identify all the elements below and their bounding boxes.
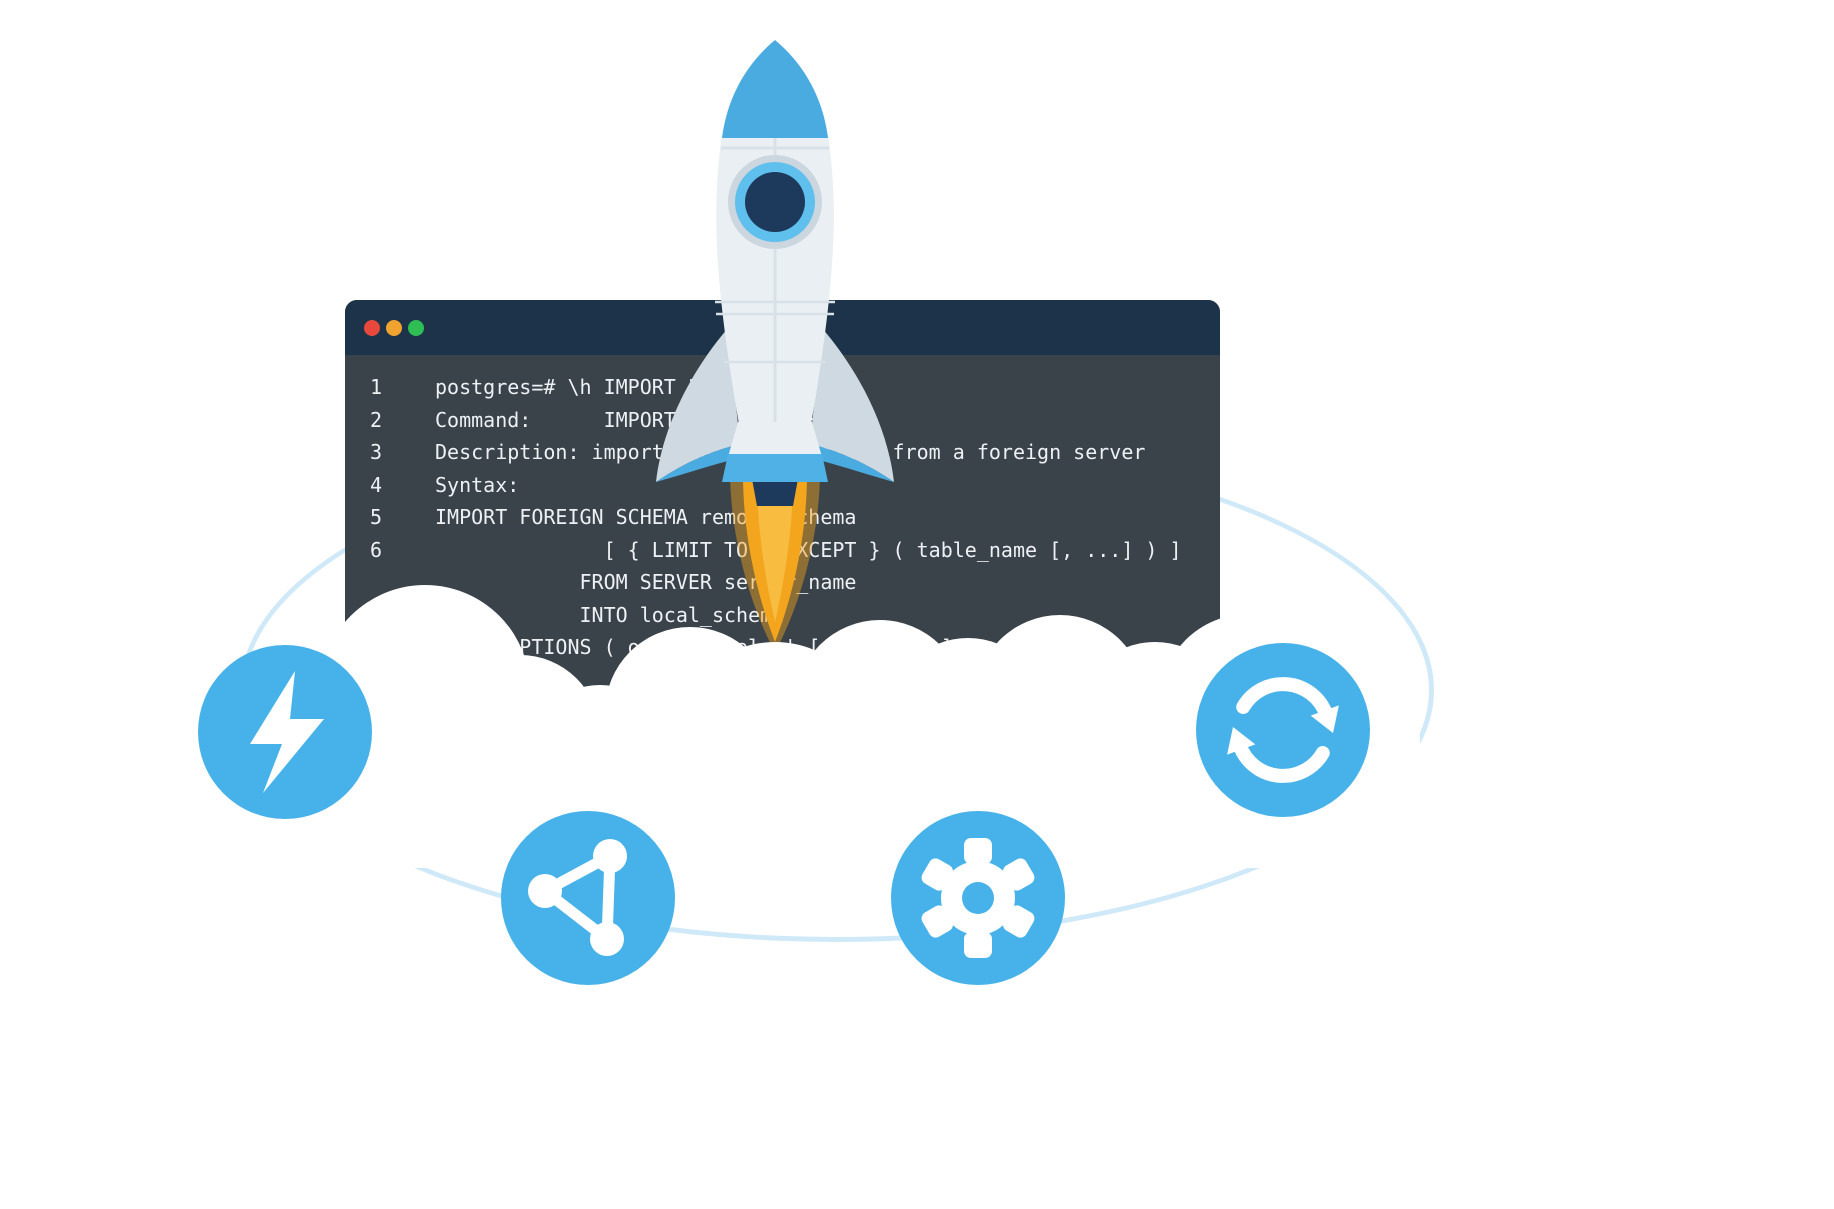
lightning-bolt-glyph [250,671,324,793]
terminal-line: INTO local_schema [370,599,1220,632]
line-number: 3 [370,440,383,465]
clouds [235,585,1420,868]
line-number: 4 [370,472,383,497]
gear-icon [891,811,1065,985]
line-number: 5 [370,505,383,530]
sync-arrows-glyph [1227,677,1339,783]
gear-glyph [921,838,1035,958]
rocket-fin-left-edge [656,444,740,482]
sync-arrows-icon [1196,643,1370,817]
terminal-line: 4 Syntax: [370,469,1220,502]
rocket-nose-cone [722,40,828,138]
minimize-button[interactable] [386,319,402,336]
line-text: FROM SERVER server_name [435,570,857,595]
line-number: 1 [370,375,383,400]
rocket-skirt [728,422,822,457]
line-text: Syntax: [435,472,520,497]
rocket-skirt-band [722,454,828,482]
cloud-puffs [235,585,1420,868]
lightning-bolt-icon [198,645,372,819]
close-button[interactable] [364,319,380,336]
rocket-fin-right [810,328,894,482]
rocket-fin-right-edge [810,444,894,482]
line-number: 6 [370,537,383,562]
rocket-flame-inner [757,476,793,622]
rocket-illustration [656,40,894,652]
rocket-window [745,172,805,232]
line-number: 2 [370,407,383,432]
share-network-icon [501,811,675,985]
zoom-button[interactable] [408,319,424,336]
rocket-fin-left [656,328,740,482]
terminal-line: FROM SERVER server_name [370,566,1220,599]
share-network-glyph [528,839,627,956]
line-text: INTO local_schema [435,602,785,627]
